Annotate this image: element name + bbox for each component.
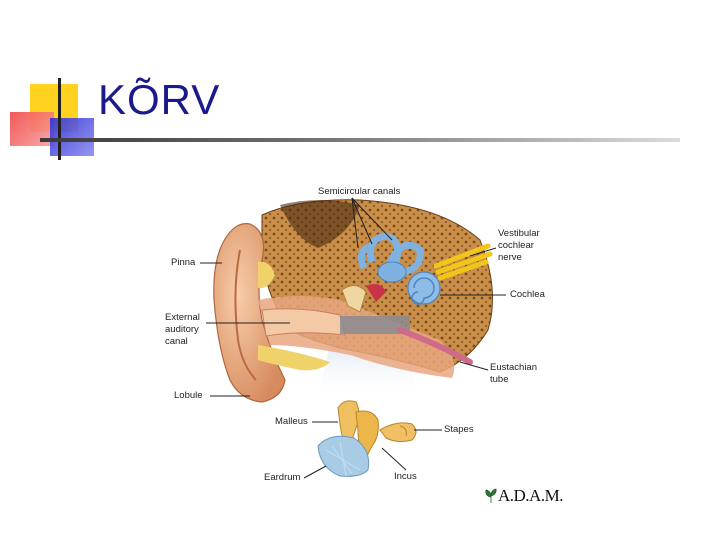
ossicles-detail: [317, 400, 417, 477]
adam-leaf-icon: [485, 488, 497, 503]
eardrum-shape: [317, 435, 370, 477]
label-line: canal: [165, 336, 188, 347]
label-line: cochlear: [498, 240, 534, 251]
semicircular-canals-shape: [357, 232, 424, 276]
label-pinna: Pinna: [171, 257, 196, 268]
cochlea-shape: [407, 271, 441, 305]
label-line: External: [165, 312, 200, 323]
vestibular-nerve-shape: [433, 243, 493, 281]
label-semicircular-canals: Semicircular canals: [318, 186, 401, 197]
stapes-shape: [379, 422, 417, 443]
leader-lines: [200, 197, 506, 479]
label-external-auditory-canal: External auditory canal: [165, 312, 200, 348]
label-line: Vestibular: [498, 228, 540, 239]
ear-canal: [261, 308, 346, 337]
label-line: tube: [490, 374, 509, 385]
eustachian-tube-shape: [397, 327, 473, 365]
label-eardrum: Eardrum: [264, 472, 301, 483]
label-eustachian-tube: Eustachian tube: [490, 362, 537, 386]
label-incus: Incus: [394, 471, 417, 482]
label-line: Eustachian: [490, 362, 538, 373]
label-stapes: Stapes: [444, 424, 474, 435]
label-line: nerve: [498, 252, 522, 263]
label-malleus: Malleus: [275, 416, 308, 427]
deco-blue-square: [50, 118, 94, 156]
label-vestibular-cochlear-nerve: Vestibular cochlear nerve: [498, 228, 540, 264]
deco-vertical-line: [58, 78, 61, 160]
label-line: auditory: [165, 324, 199, 335]
title-rule: [40, 138, 680, 142]
label-cochlea: Cochlea: [510, 289, 545, 300]
adam-credit-logo: A.D.A.M.: [498, 486, 563, 505]
slide-title: KÕRV: [98, 76, 221, 123]
label-lobule: Lobule: [174, 390, 203, 401]
